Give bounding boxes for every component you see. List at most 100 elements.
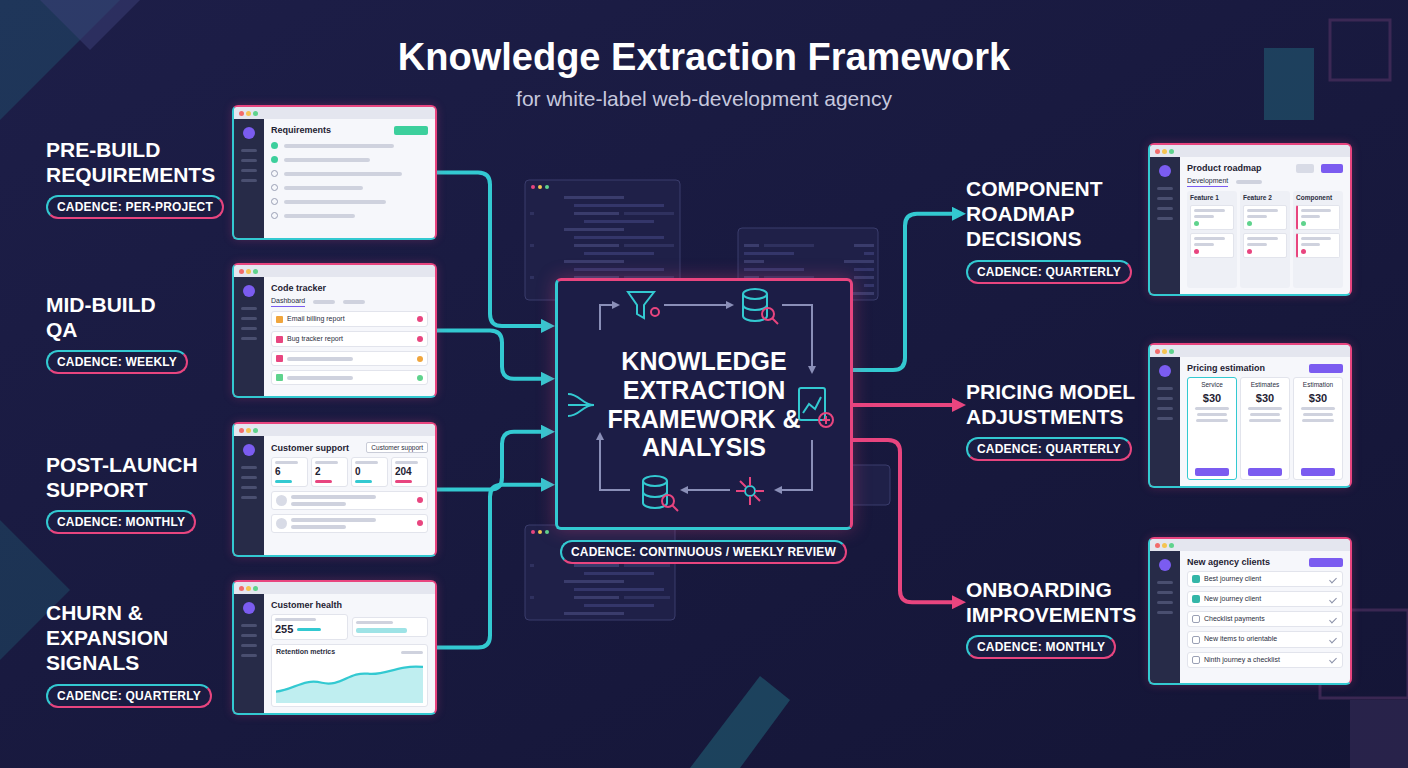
list-row: Retention metrics <box>276 648 423 656</box>
group-heading: PRICING MODEL ADJUSTMENTS <box>966 379 1141 429</box>
app-icon <box>243 285 255 297</box>
pill-wrap: CADENCE: QUARTERLY <box>966 260 1141 284</box>
list-row: Requirements <box>271 125 428 135</box>
window-dot <box>1162 349 1167 354</box>
window-dot <box>1155 149 1160 154</box>
placeholder-bar <box>1248 407 1282 410</box>
list-row <box>271 212 428 219</box>
card-content: Requirements <box>264 119 435 238</box>
stat-value: 204 <box>395 466 424 478</box>
column-title: Feature 1 <box>1190 194 1234 201</box>
checkbox <box>271 142 278 149</box>
placeholder-bar <box>1303 413 1332 416</box>
list-row: 620204 <box>271 457 428 487</box>
input-group: MID-BUILD QACADENCE: WEEKLY <box>46 292 188 374</box>
app-icon <box>1159 559 1171 571</box>
price-value: $30 <box>1256 392 1274 405</box>
list-row: 255 <box>271 614 428 640</box>
screenshot-card: New agency clientsBest journey clientNew… <box>1148 537 1352 685</box>
checkbox <box>271 212 278 219</box>
placeholder-bar <box>284 214 355 218</box>
client-row: Checklist payments <box>1204 615 1265 623</box>
card-title: Product roadmap <box>1187 163 1262 173</box>
placeholder-bar <box>291 495 376 499</box>
connector-arrow <box>853 214 954 370</box>
placeholder-bar <box>1247 237 1278 240</box>
placeholder-bar <box>1301 243 1320 246</box>
nav-bar <box>1157 387 1173 390</box>
screenshot-card: Requirements <box>232 105 437 240</box>
window-dot <box>239 269 244 274</box>
nav-bar <box>241 634 257 637</box>
button <box>1309 364 1343 373</box>
select-button <box>1248 468 1282 476</box>
client-row: New journey client <box>1204 595 1261 603</box>
list-row <box>271 491 428 510</box>
list-row: Best journey client <box>1187 571 1343 587</box>
price-column: Service $30 <box>1187 377 1237 480</box>
pill-wrap: CADENCE: QUARTERLY <box>966 437 1141 461</box>
checkbox <box>1192 656 1200 664</box>
list-row: Ninth journey a checklist <box>1187 652 1343 668</box>
board-card <box>1296 205 1340 230</box>
nav-bar <box>1157 397 1173 400</box>
cadence-pill: CADENCE: QUARTERLY <box>46 684 212 708</box>
connector-arrow <box>853 440 954 602</box>
card-title: Pricing estimation <box>1187 363 1265 373</box>
board-card <box>1243 233 1287 258</box>
nav-bar <box>1157 417 1173 420</box>
stat-cell: 204 <box>391 457 428 487</box>
stat-value: 2 <box>315 466 344 478</box>
sidebar <box>1150 551 1180 683</box>
list-row: Product roadmap <box>1187 163 1343 173</box>
placeholder-bar <box>1196 419 1228 422</box>
placeholder-bar <box>1301 215 1320 218</box>
client-row: Ninth journey a checklist <box>1204 656 1280 664</box>
price-header: Service <box>1201 381 1223 388</box>
connector-arrow <box>437 432 543 490</box>
window-dot <box>1169 543 1174 548</box>
checkbox <box>1192 636 1200 644</box>
placeholder-bar <box>1301 209 1331 212</box>
board-card <box>1296 233 1340 258</box>
window-dot <box>253 269 258 274</box>
window-dot <box>253 111 258 116</box>
cycle-icons <box>568 289 833 511</box>
list-row: New items to orientable <box>1187 631 1343 647</box>
list-row: Development <box>1187 177 1343 187</box>
check-mark <box>1329 636 1337 644</box>
input-group: ONBOARDING IMPROVEMENTSCADENCE: MONTHLY <box>966 577 1141 659</box>
placeholder-bar <box>401 651 423 654</box>
status-dot <box>417 497 423 503</box>
card-content: New agency clientsBest journey clientNew… <box>1180 551 1350 683</box>
placeholder-bar <box>287 357 353 361</box>
nav-bar <box>1157 611 1173 614</box>
card-title: Code tracker <box>271 283 428 293</box>
placeholder-bar <box>291 518 376 522</box>
card-content: Customer health255Retention metrics <box>264 594 435 713</box>
nav-bar <box>241 476 257 479</box>
cadence-pill: CADENCE: MONTHLY <box>46 510 196 534</box>
cadence-pill: CADENCE: QUARTERLY <box>966 437 1132 461</box>
checkbox <box>271 170 278 177</box>
button-text: Customer support <box>366 442 428 453</box>
price-value: $30 <box>1203 392 1221 405</box>
nav-bar <box>241 654 257 657</box>
checkbox <box>271 156 278 163</box>
placeholder-bar <box>1301 407 1335 410</box>
placeholder-bar <box>1247 215 1267 218</box>
button <box>1321 164 1343 173</box>
placeholder-bar <box>395 480 412 483</box>
status-dot <box>417 336 423 342</box>
nav-bar <box>1157 187 1173 190</box>
chart-box: Retention metrics <box>271 644 428 707</box>
placeholder-bar <box>355 461 378 464</box>
placeholder-bar <box>275 618 316 621</box>
sidebar <box>1150 357 1180 486</box>
input-group: PRICING MODEL ADJUSTMENTS CADENCE: QUARTE… <box>966 379 1141 461</box>
card-title: Customer support <box>271 443 349 453</box>
sidebar <box>234 436 264 555</box>
window-bar <box>234 582 435 594</box>
placeholder-bar <box>275 480 292 483</box>
